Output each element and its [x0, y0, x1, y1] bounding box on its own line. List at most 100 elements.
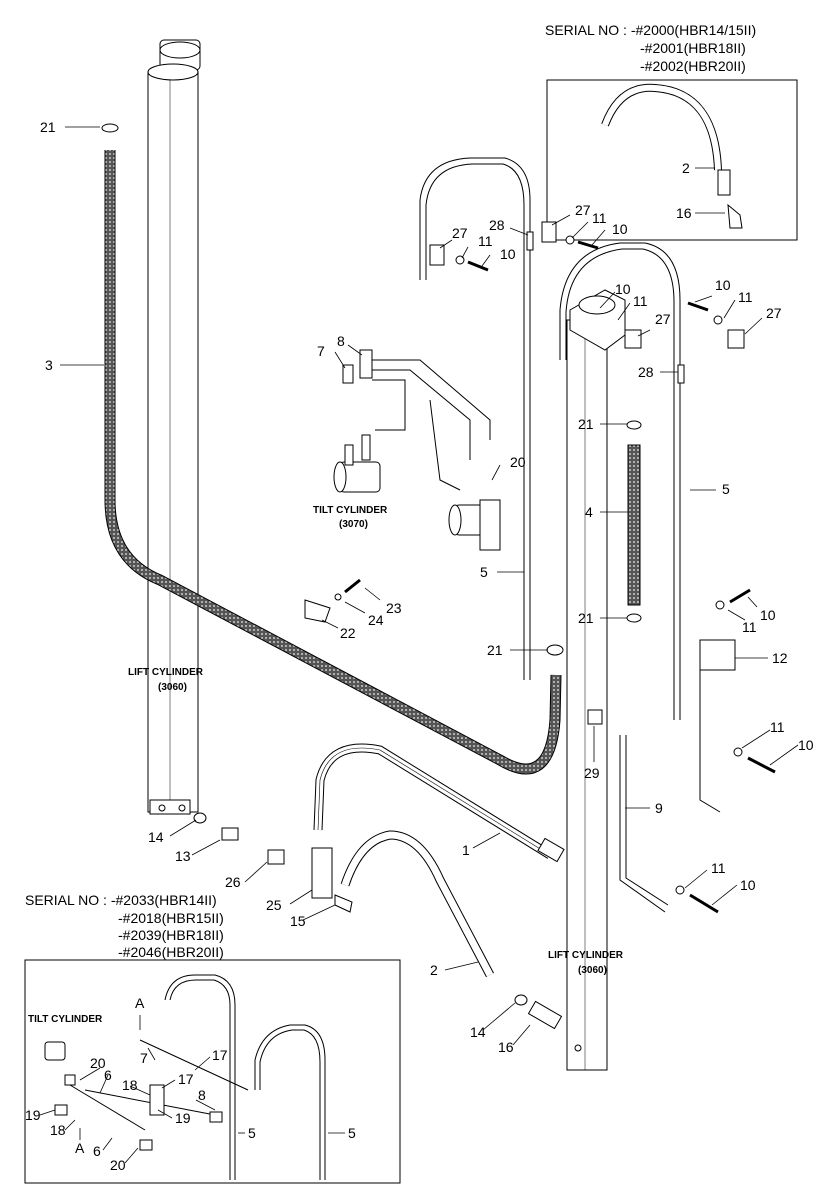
callout-10: 10 — [615, 281, 631, 297]
inset-callout-18: 18 — [122, 1077, 138, 1093]
callout-10: 10 — [798, 737, 814, 753]
caption-lift-cylinder-right: LIFT CYLINDER — [548, 950, 624, 961]
inset-callout-7: 7 — [140, 1050, 148, 1066]
block-25 — [311, 847, 333, 899]
callout-21: 21 — [40, 119, 56, 135]
callout-8: 8 — [337, 333, 345, 349]
callout-29: 29 — [584, 765, 600, 781]
callout-5: 5 — [480, 564, 488, 580]
serial-note-bottom-line1: SERIAL NO : -#2033(HBR14II) — [25, 892, 217, 908]
callout-11: 11 — [770, 719, 785, 735]
callout-10: 10 — [500, 246, 516, 262]
clip-27-d — [727, 329, 745, 349]
callout-2: 2 — [682, 160, 690, 176]
spring-28-left — [526, 231, 534, 251]
callout-7: 7 — [317, 343, 325, 359]
bracket-12 — [699, 645, 721, 813]
callout-16: 16 — [676, 205, 692, 221]
inset-callout-20: 20 — [110, 1157, 126, 1173]
elbow-15 — [334, 894, 353, 913]
inset-callout-5: 5 — [348, 1125, 356, 1141]
spring-28-right — [677, 364, 685, 384]
inset-callout-17: 17 — [212, 1047, 228, 1063]
callout-5: 5 — [722, 481, 730, 497]
callout-27: 27 — [452, 225, 468, 241]
clamp-21-left-low — [546, 644, 564, 656]
tube-5-right — [559, 242, 681, 720]
tilt-cylinder — [333, 434, 381, 493]
callout-2: 2 — [430, 962, 438, 978]
callout-10: 10 — [740, 877, 756, 893]
callout-3: 3 — [45, 357, 53, 373]
callout-11: 11 — [738, 289, 753, 305]
inset-callout-8: 8 — [198, 1087, 206, 1103]
inset-callout-19: 19 — [175, 1110, 191, 1126]
inset-callout-20: 20 — [90, 1055, 106, 1071]
inset-callout-18: 18 — [50, 1122, 66, 1138]
callout-9: 9 — [655, 800, 663, 816]
callout-20: 20 — [510, 454, 526, 470]
callout-11: 11 — [711, 860, 726, 876]
inset-callout-6: 6 — [93, 1143, 101, 1159]
callout-27: 27 — [655, 311, 671, 327]
lift-cylinder-right — [566, 289, 626, 1071]
oring-14b — [514, 994, 528, 1006]
serial-note-bottom-line2: -#2018(HBR15II) — [118, 910, 224, 926]
caption-lift-cylinder-left: LIFT CYLINDER — [128, 667, 204, 678]
serial-note-top-line2: -#2001(HBR18II) — [640, 40, 746, 56]
inset-tilt-cylinder-body — [44, 1041, 66, 1061]
plug-26 — [267, 849, 285, 865]
lift-cylinder-left — [147, 39, 201, 815]
elbow-16-inset — [727, 203, 743, 229]
clip-22 — [304, 599, 331, 623]
callout-28: 28 — [638, 364, 654, 380]
callout-21: 21 — [578, 610, 594, 626]
callout-11: 11 — [478, 233, 493, 249]
detail-a-top: A — [135, 995, 145, 1011]
caption-tilt-cylinder: TILT CYLINDER — [313, 505, 388, 516]
tube-5-mid — [419, 157, 531, 680]
leader-lines — [39, 126, 799, 1164]
callout-4: 4 — [585, 504, 593, 520]
oring-14a — [193, 812, 207, 824]
tilt-cylinder-2 — [448, 499, 501, 551]
hose-4 — [627, 444, 641, 606]
clamp-21-mid — [626, 420, 642, 430]
callout-25: 25 — [266, 897, 282, 913]
fitting-16-main — [527, 1000, 563, 1030]
clip-27-b — [541, 221, 557, 243]
detail-a-bottom: A — [75, 1140, 85, 1156]
callout-14: 14 — [148, 829, 164, 845]
tube-9 — [619, 735, 666, 913]
callout-1: 1 — [462, 842, 470, 858]
callout-28: 28 — [489, 217, 505, 233]
clip-29 — [587, 709, 603, 725]
caption-lift-cylinder-right-code: (3060) — [578, 965, 607, 976]
callout-10: 10 — [760, 607, 776, 623]
clamp-21-top — [101, 123, 119, 133]
callout-27: 27 — [575, 202, 591, 218]
serial-note-bottom-line4: -#2046(HBR20II) — [118, 944, 224, 960]
inset-box-top — [546, 79, 798, 241]
serial-note-bottom-line3: -#2039(HBR18II) — [118, 927, 224, 943]
callout-21: 21 — [578, 416, 594, 432]
callout-11: 11 — [742, 619, 757, 635]
callout-16: 16 — [498, 1039, 514, 1055]
serial-note-top-line1: SERIAL NO : -#2000(HBR14/15II) — [545, 22, 757, 38]
caption-tilt-cylinder-code: (3070) — [339, 519, 368, 530]
clip-27-a — [429, 244, 445, 266]
serial-note-top-line3: -#2002(HBR20II) — [640, 58, 746, 74]
callout-23: 23 — [386, 600, 402, 616]
bolt-23 — [344, 578, 361, 594]
clip-27-c — [624, 329, 642, 349]
callout-10: 10 — [612, 221, 628, 237]
callout-27: 27 — [766, 305, 782, 321]
clamp-21-low — [626, 613, 642, 623]
callout-13: 13 — [175, 848, 191, 864]
inset-callout-17: 17 — [178, 1071, 194, 1087]
callout-21: 21 — [487, 642, 503, 658]
inset-box-bottom — [24, 959, 401, 1184]
inset-callout-6: 6 — [104, 1067, 112, 1083]
callout-12: 12 — [772, 650, 788, 666]
